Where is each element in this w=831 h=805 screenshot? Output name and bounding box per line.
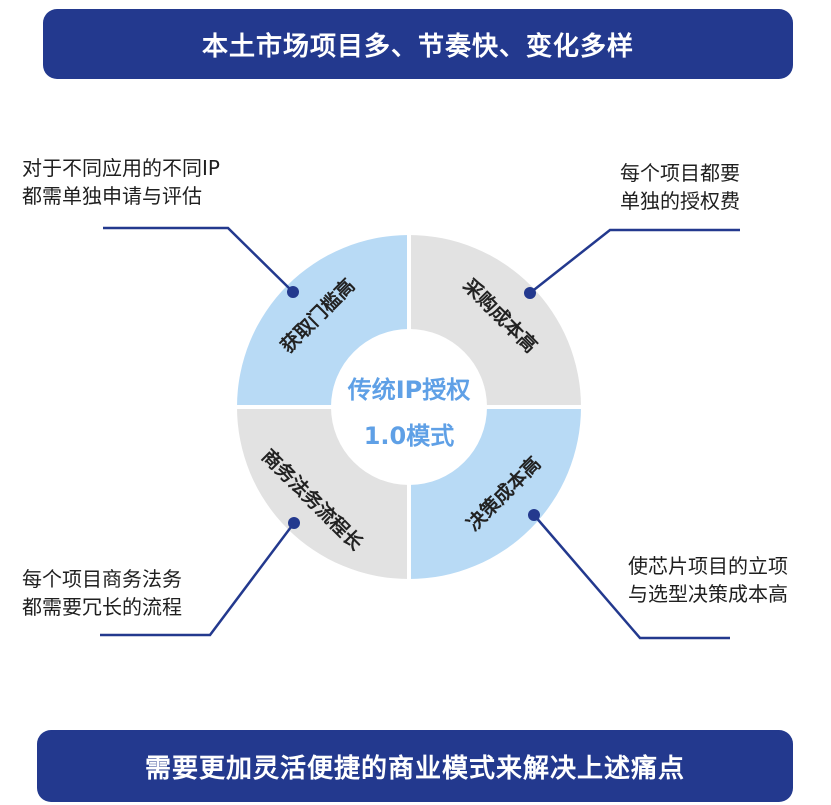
connector-dot-bottom-left <box>288 517 300 529</box>
segment-procurement-cost <box>409 235 581 407</box>
callout-text: 都需单独申请与评估 <box>22 184 202 208</box>
callout-text: 与选型决策成本高 <box>628 582 788 606</box>
center-title-line1: 传统IP授权 <box>347 376 471 404</box>
connector-top-right <box>529 228 740 294</box>
header-banner: 本土市场项目多、节奏快、变化多样 <box>43 9 793 79</box>
segment-legal-process <box>237 407 409 579</box>
callout-text: 使芯片项目的立项 <box>628 554 788 578</box>
connector-top-left <box>103 226 294 293</box>
header-title: 本土市场项目多、节奏快、变化多样 <box>201 31 634 62</box>
callout-text: 都需要冗长的流程 <box>22 595 182 619</box>
callout-top-left: 对于不同应用的不同IP 都需单独申请与评估 <box>22 154 220 210</box>
segment-access-threshold <box>237 235 409 407</box>
connector-dot-top-right <box>524 287 536 299</box>
footer-title: 需要更加灵活便捷的商业模式来解决上述痛点 <box>144 753 685 784</box>
connector-bottom-left <box>100 522 295 637</box>
callout-text: 对于不同应用的不同IP <box>22 156 220 180</box>
connector-bottom-right <box>533 514 730 640</box>
segment-decision-cost <box>409 407 581 579</box>
callout-text: 每个项目都要 <box>620 161 740 185</box>
connector-dot-bottom-right <box>528 509 540 521</box>
callout-bottom-left: 每个项目商务法务 都需要冗长的流程 <box>22 565 182 621</box>
callout-text: 每个项目商务法务 <box>22 567 182 591</box>
callout-top-right: 每个项目都要 单独的授权费 <box>620 159 740 215</box>
callout-text: 单独的授权费 <box>620 189 740 213</box>
callout-bottom-right: 使芯片项目的立项 与选型决策成本高 <box>628 552 788 608</box>
center-title-line2: 1.0模式 <box>364 422 455 450</box>
connector-dot-top-left <box>287 286 299 298</box>
footer-banner: 需要更加灵活便捷的商业模式来解决上述痛点 <box>37 730 793 802</box>
